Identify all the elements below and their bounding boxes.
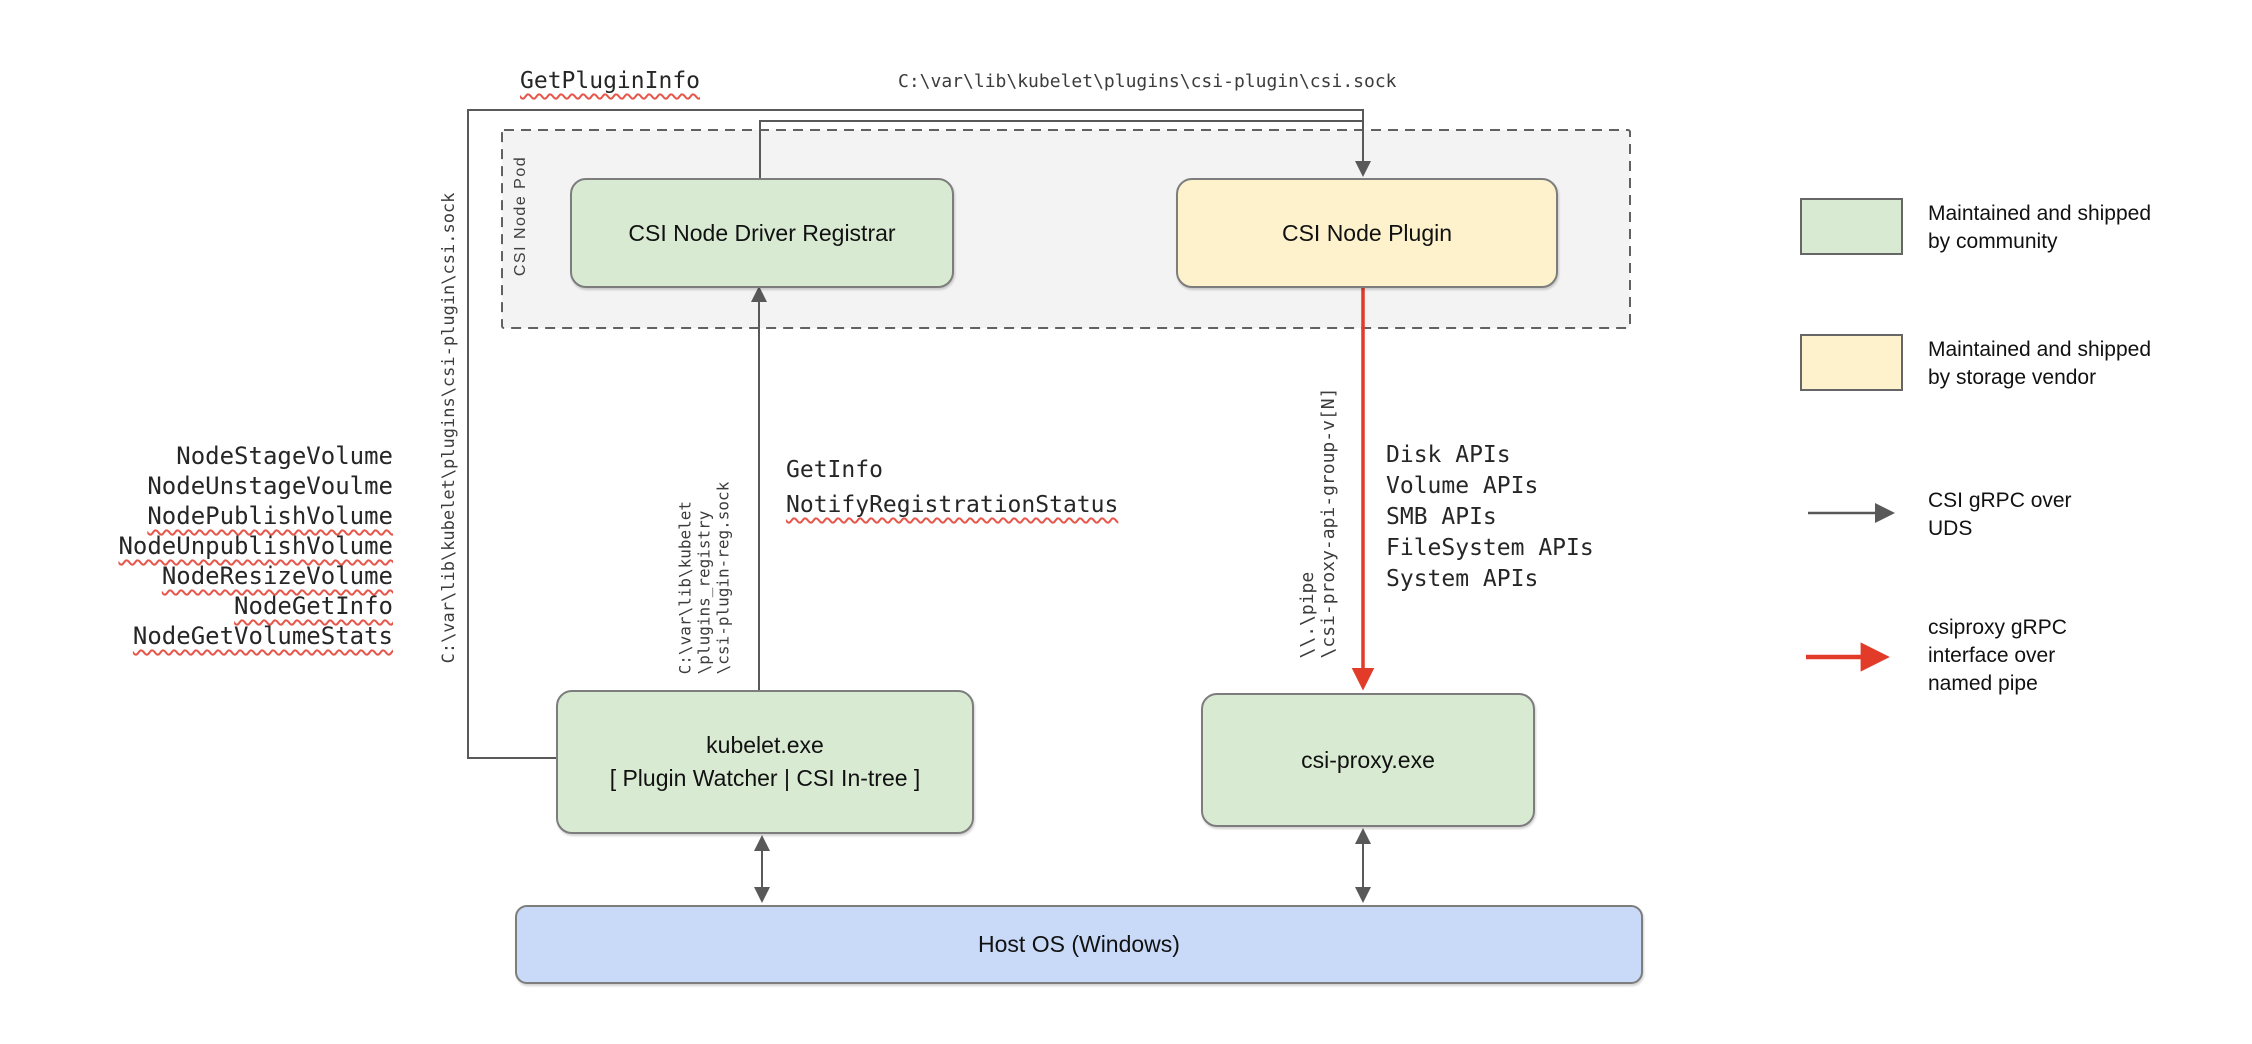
legend-uds-label: CSI gRPC over UDS <box>1928 489 2072 540</box>
notify-registration-status-label: NotifyRegistrationStatus <box>786 492 1119 518</box>
legend-vendor-label: Maintained and shipped by storage vendor <box>1928 338 2152 389</box>
csi-sock-path-top-label: C:\var\lib\kubelet\plugins\csi-plugin\cs… <box>898 71 1397 92</box>
get-plugin-info-label: GetPluginInfo <box>520 68 701 94</box>
edge-kubelet-to-node-plugin <box>467 109 1371 759</box>
api-item: SMB APIs <box>1386 504 1497 530</box>
node-rpc-item: NodeUnpublishVolume <box>118 532 393 560</box>
edge-registrar-to-node-plugin <box>759 120 1362 178</box>
registration-rpc-labels: GetInfo NotifyRegistrationStatus <box>786 453 1118 523</box>
csi-node-plugin-box: CSI Node Plugin <box>1176 178 1558 288</box>
kubelet-box: kubelet.exe [ Plugin Watcher | CSI In-tr… <box>556 690 974 834</box>
node-rpc-item: NodeStageVolume <box>176 442 393 470</box>
csi-proxy-api-list: Disk APIs Volume APIs SMB APIs FileSyste… <box>1386 440 1594 595</box>
csi-node-plugin-label: CSI Node Plugin <box>1281 219 1453 246</box>
registration-sock-path-label: C:\var\lib\kubelet \plugins_registry \cs… <box>675 481 733 675</box>
node-rpc-item: NodeResizeVolume <box>161 562 393 590</box>
legend-vendor-swatch <box>1800 334 1903 391</box>
kubelet-label-line1: kubelet.exe <box>706 732 824 758</box>
csi-node-pod-label: CSI Node Pod <box>512 155 529 277</box>
node-rpc-item: NodeGetInfo <box>234 592 393 620</box>
named-pipe-path-label: \\.\pipe \csi-proxy-api-group-v[N] <box>1297 387 1339 659</box>
api-item: System APIs <box>1386 566 1539 592</box>
kubelet-label-line2: [ Plugin Watcher | CSI In-tree ] <box>609 765 921 791</box>
node-rpc-item: NodeUnstageVoulme <box>147 472 393 500</box>
csi-sock-path-left-label: C:\var\lib\kubelet\plugins\csi-plugin\cs… <box>439 192 459 664</box>
node-rpc-item: NodeGetVolumeStats <box>132 622 393 650</box>
csi-node-driver-registrar-label: CSI Node Driver Registrar <box>628 219 896 246</box>
node-rpc-item: NodePublishVolume <box>147 502 393 530</box>
csi-proxy-label: csi-proxy.exe <box>1301 746 1435 773</box>
csi-proxy-box: csi-proxy.exe <box>1201 693 1535 827</box>
legend-named-pipe-label: csiproxy gRPC interface over named pipe <box>1928 616 2067 695</box>
csi-node-driver-registrar-box: CSI Node Driver Registrar <box>570 178 954 288</box>
api-item: Volume APIs <box>1386 473 1539 499</box>
api-item: Disk APIs <box>1386 442 1511 468</box>
api-item: FileSystem APIs <box>1386 535 1594 561</box>
legend-community-label: Maintained and shipped by community <box>1928 202 2152 253</box>
get-info-label: GetInfo <box>786 457 883 483</box>
legend-community-swatch <box>1800 198 1903 255</box>
host-os-box: Host OS (Windows) <box>515 905 1643 984</box>
node-rpc-list: NodeStageVolume NodeUnstageVoulme NodePu… <box>90 441 393 651</box>
host-os-label: Host OS (Windows) <box>978 931 1180 957</box>
